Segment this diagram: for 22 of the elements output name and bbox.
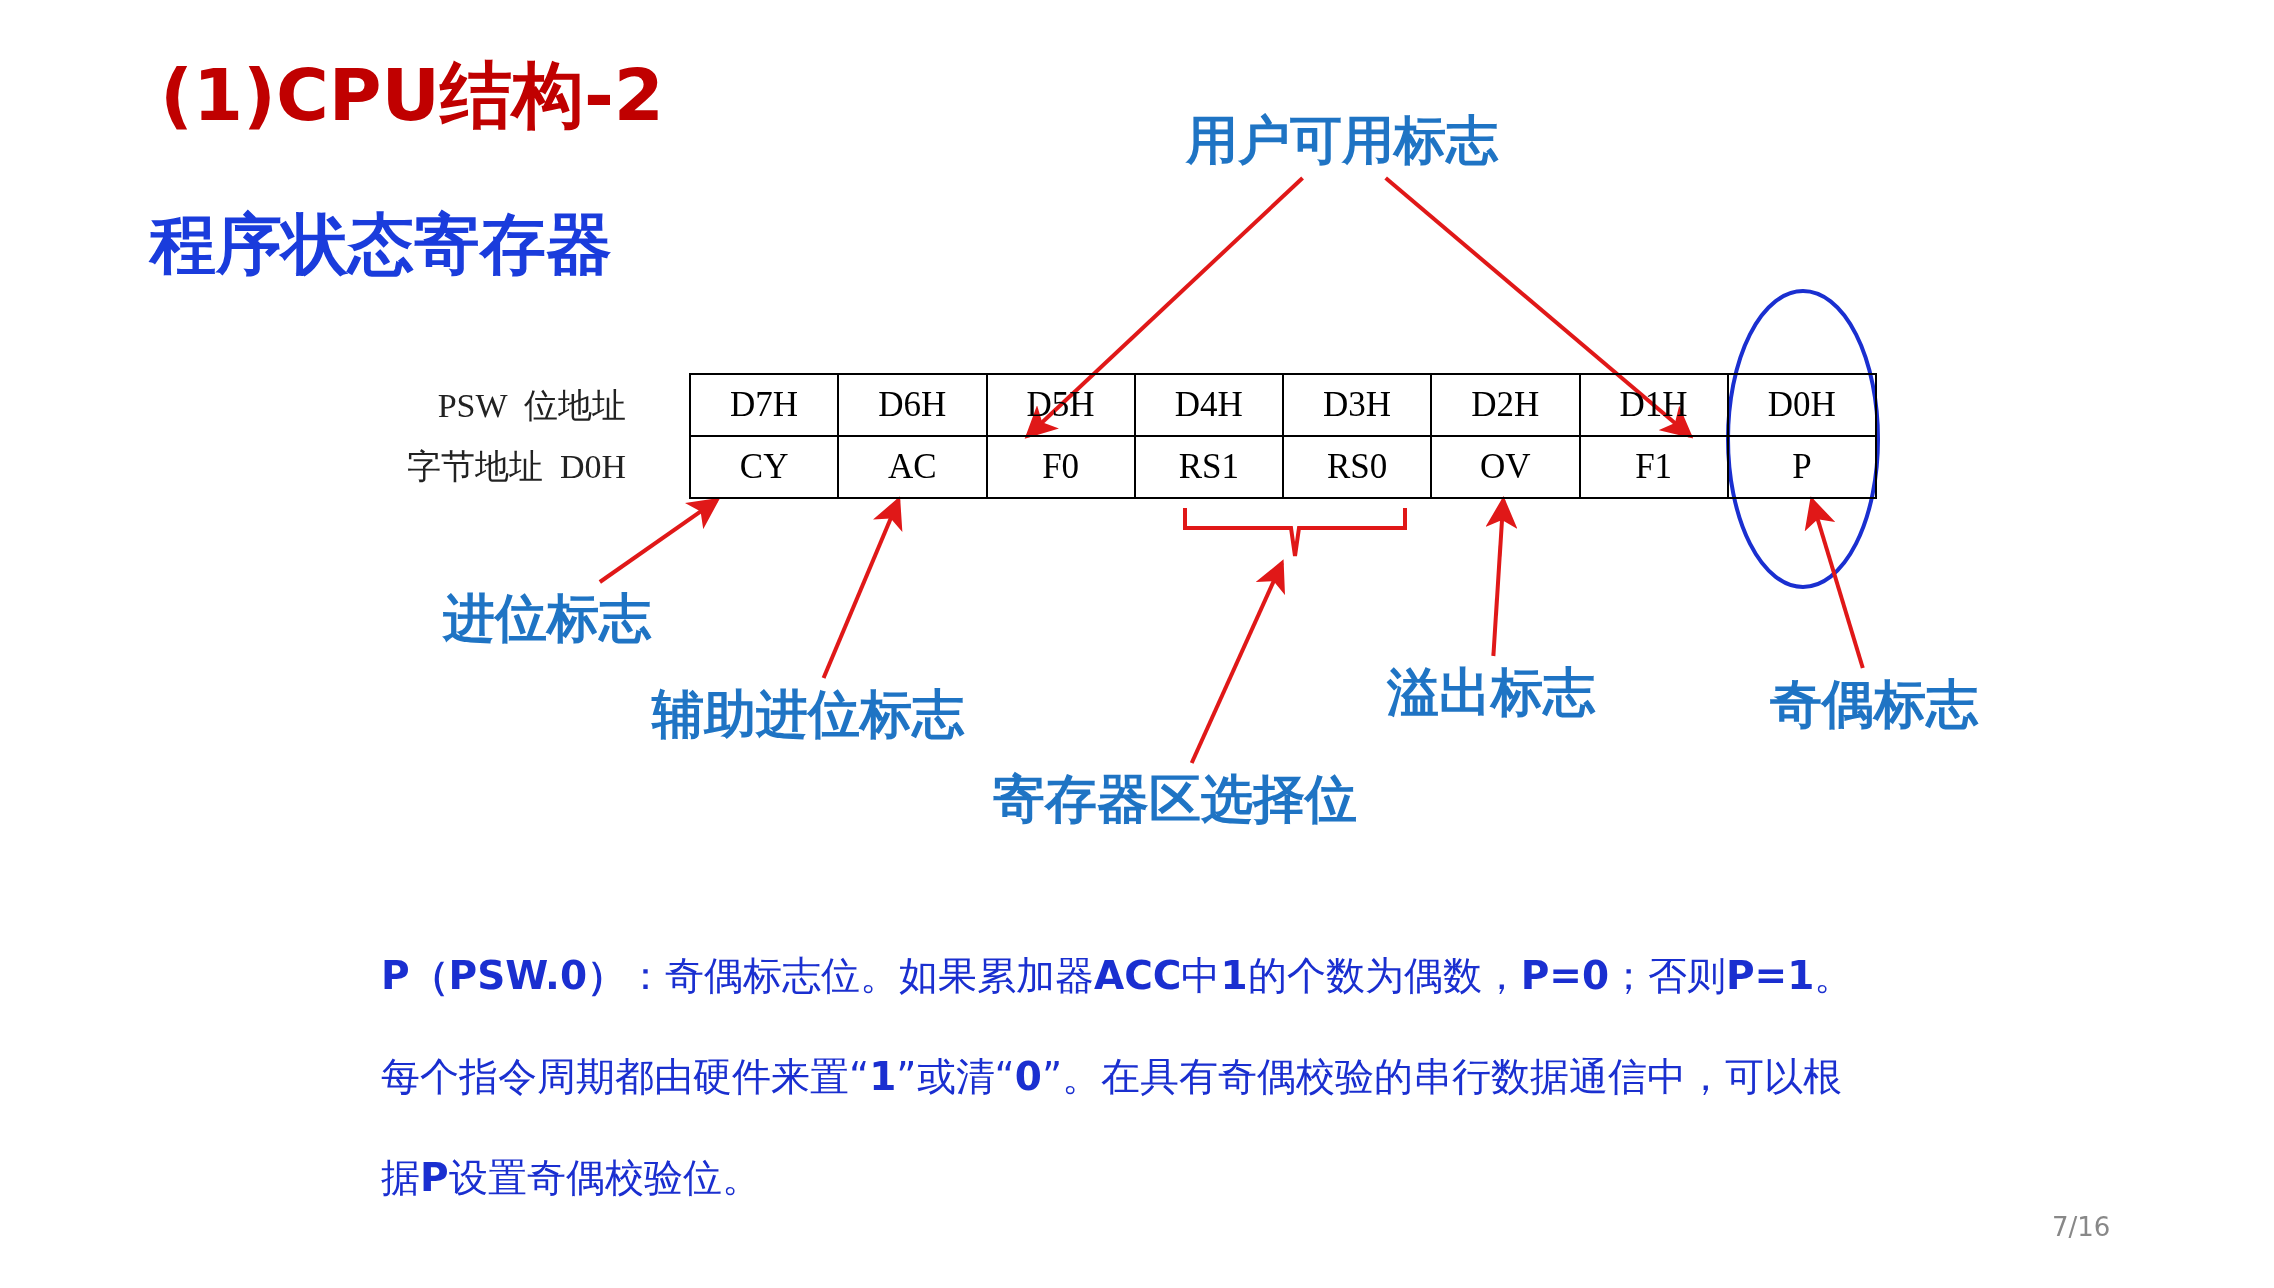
callout-label: 辅助进位标志 (652, 680, 964, 750)
callout-label: 进位标志 (443, 584, 651, 654)
callout-label: 溢出标志 (1387, 658, 1595, 728)
arrow (1189, 559, 1285, 764)
arrow (1024, 176, 1304, 439)
table-cell: CY (689, 435, 840, 499)
table-cell: P (1726, 435, 1877, 499)
arrow (1804, 496, 1865, 669)
arrow (598, 497, 721, 584)
row-label: PSW 位地址 (437, 386, 626, 426)
row-label: 字节地址 D0H (406, 447, 626, 487)
callout-label: 用户可用标志 (1186, 106, 1498, 176)
subtitle: 程序状态寄存器 (150, 205, 612, 285)
table-cell: D0H (1726, 373, 1877, 437)
page-number: 7/16 (2052, 1212, 2111, 1242)
slide-title: (1)CPU结构-2 (160, 52, 664, 139)
arrow (1485, 496, 1518, 657)
callout-label: 奇偶标志 (1770, 670, 1978, 740)
arrow (821, 496, 903, 679)
arrow (1384, 176, 1694, 439)
callout-label: 寄存器区选择位 (993, 765, 1357, 835)
table-cell: D7H (689, 373, 840, 437)
